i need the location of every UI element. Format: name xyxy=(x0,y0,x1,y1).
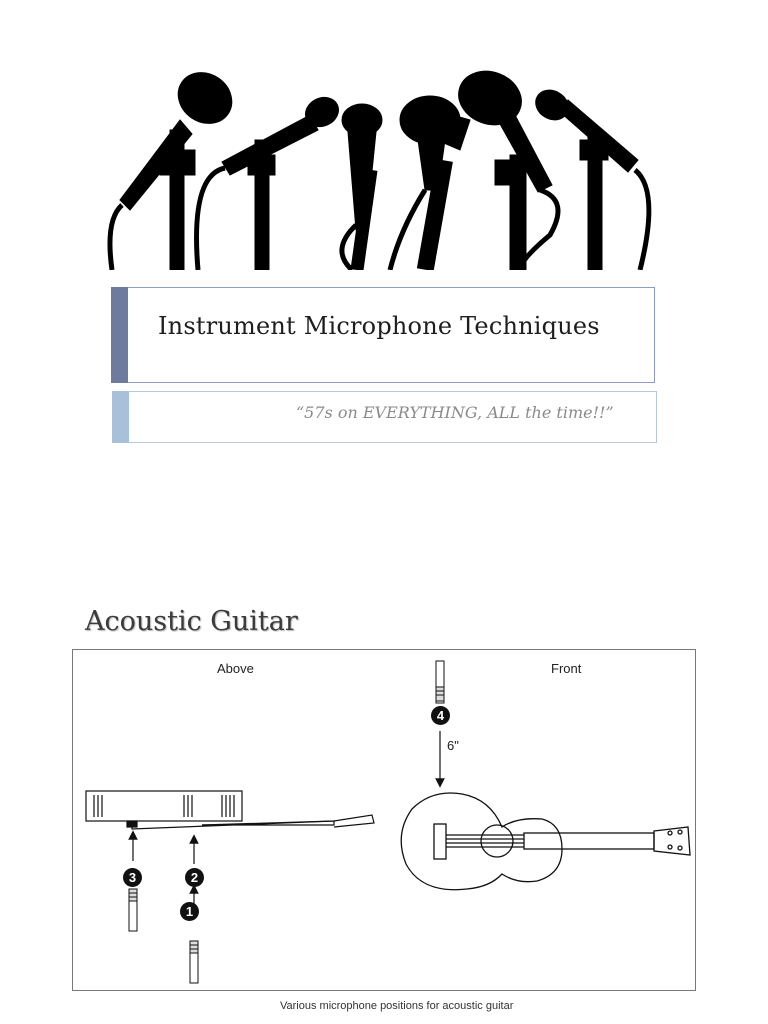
mic-position-4-icon xyxy=(435,660,445,788)
position-number-1: 1 xyxy=(180,902,199,921)
diagram-caption: Various microphone positions for acousti… xyxy=(280,1000,514,1012)
page-title: Instrument Microphone Techniques xyxy=(158,312,600,340)
title-accent-bar xyxy=(111,287,128,383)
diagram-label-front: Front xyxy=(551,661,582,676)
section-heading: Acoustic Guitar xyxy=(85,606,298,637)
diagram-frame xyxy=(72,649,696,991)
guitar-front-view-icon xyxy=(400,792,691,891)
guitar-top-view-icon xyxy=(85,790,375,830)
subtitle-accent-bar xyxy=(112,391,129,443)
distance-label: 6" xyxy=(447,738,459,753)
subtitle: “57s on EVERYTHING, ALL the time!!” xyxy=(296,403,614,422)
microphones-banner-icon xyxy=(107,70,652,270)
guitar-mic-diagram xyxy=(85,660,691,984)
title-box xyxy=(111,287,655,383)
mic-position-3-icon xyxy=(128,830,138,932)
position-number-2: 2 xyxy=(185,868,204,887)
mic-position-1-icon xyxy=(189,940,199,984)
position-number-3: 3 xyxy=(123,868,142,887)
diagram-label-above: Above xyxy=(217,661,254,676)
position-number-4: 4 xyxy=(431,706,450,725)
